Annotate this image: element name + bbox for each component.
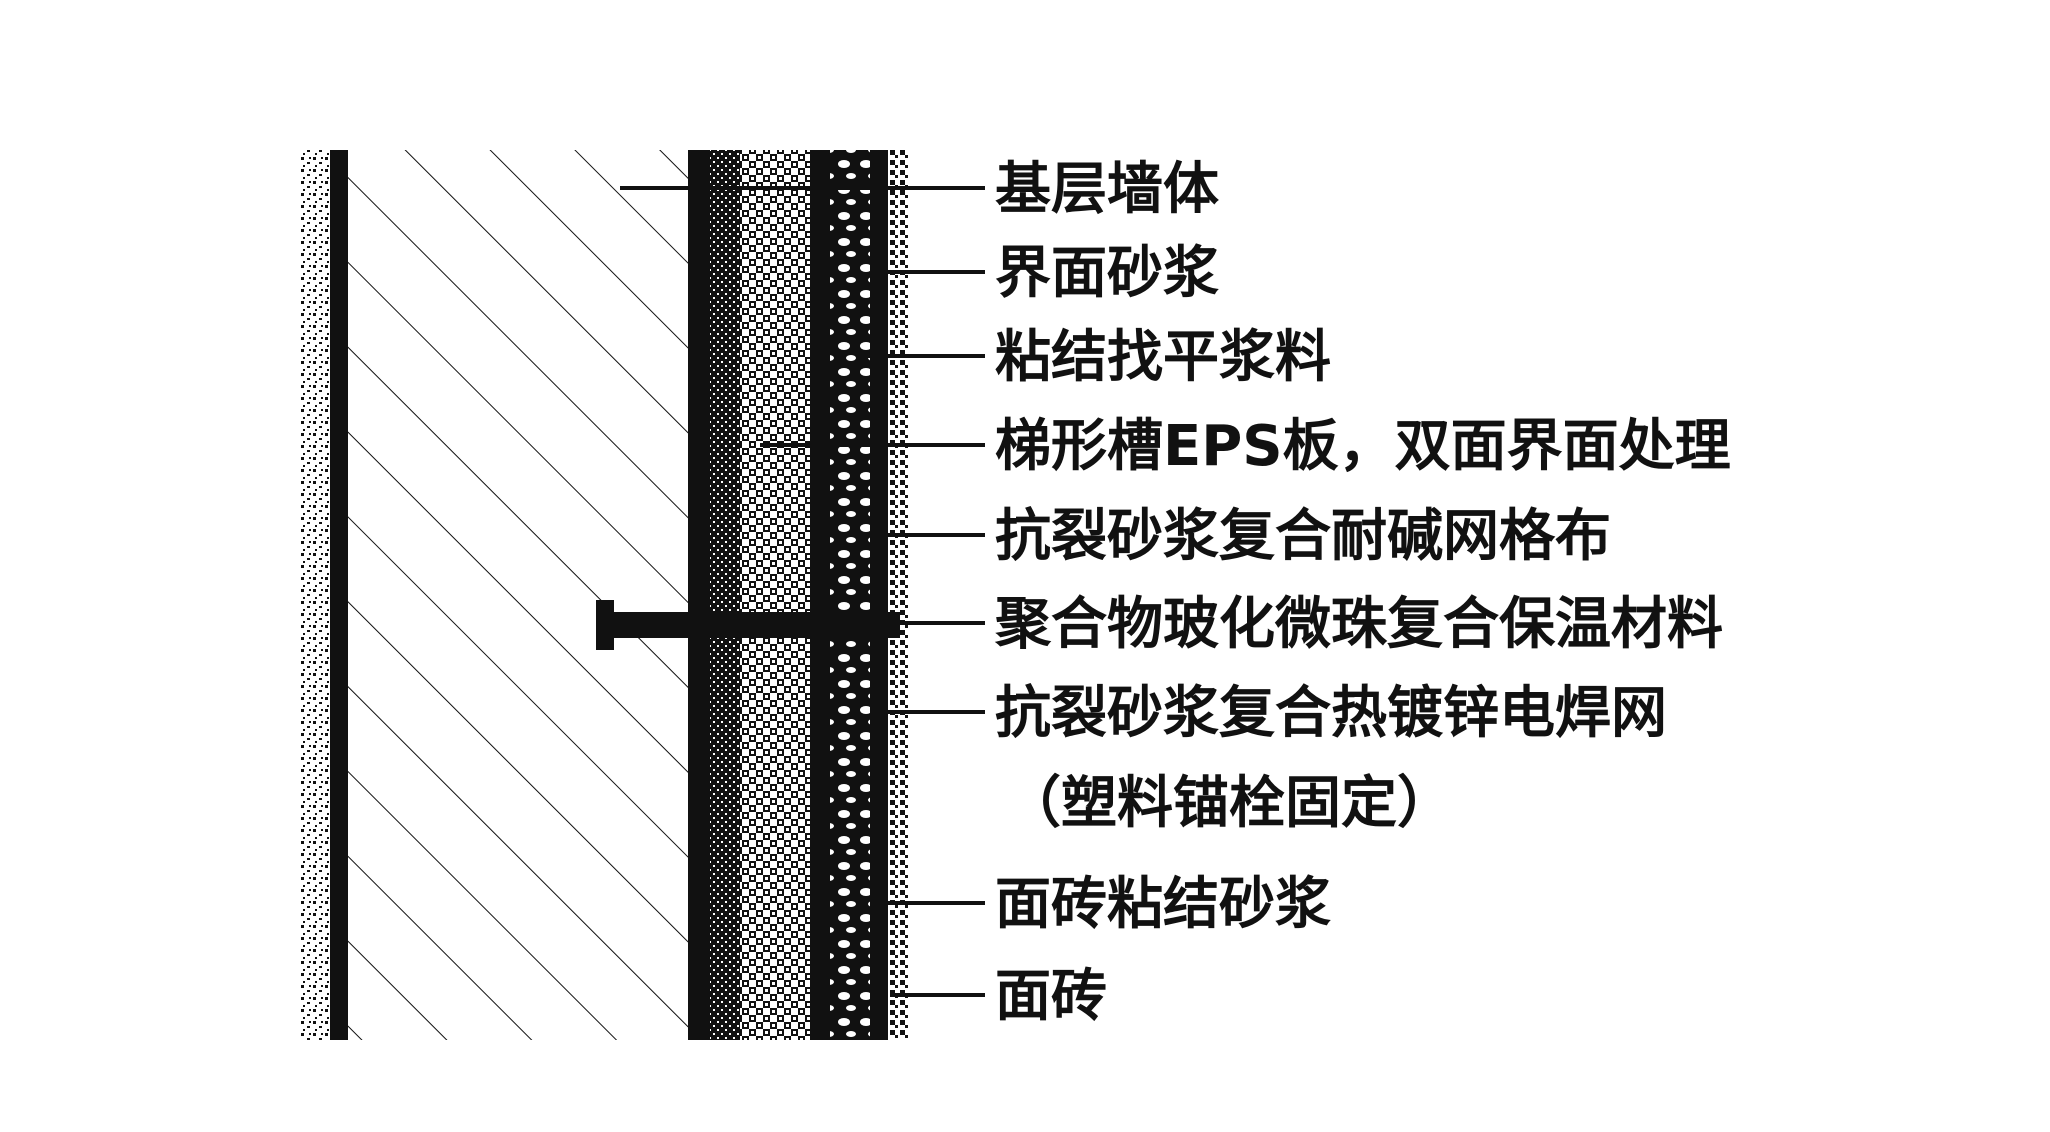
label-base-wall: 基层墙体 [995, 157, 1219, 222]
label-insulation: 聚合物玻化微珠复合保温材料 [994, 592, 1723, 657]
leader-lines [620, 186, 985, 997]
label-eps-board: 梯形槽EPS板，双面界面处理 [995, 414, 1731, 479]
interface-mortar-layer [688, 150, 710, 1040]
base-wall-layer [348, 150, 688, 1040]
label-tile-mortar: 面砖粘结砂浆 [995, 872, 1331, 937]
eps-board-layer [740, 150, 810, 1040]
wall-layers [300, 150, 910, 1040]
insulation-layer [830, 150, 870, 1040]
tile-layer [888, 150, 910, 1040]
layer-labels: 基层墙体 界面砂浆 粘结找平浆料 梯形槽EPS板，双面界面处理 抗裂砂浆复合耐碱… [994, 157, 1731, 1029]
label-anchor-note: （塑料锚栓固定） [1005, 771, 1453, 836]
interior-plaster-edge [330, 150, 348, 1040]
label-interface-mortar: 界面砂浆 [995, 241, 1219, 306]
wire-mesh-layer [870, 150, 888, 1040]
alkali-mesh-layer [810, 150, 830, 1040]
label-bonding-leveling: 粘结找平浆料 [995, 325, 1331, 390]
label-alkali-mesh: 抗裂砂浆复合耐碱网格布 [995, 504, 1611, 569]
interior-plaster-layer [300, 150, 330, 1040]
label-tile: 面砖 [995, 964, 1107, 1029]
bonding-leveling-layer [710, 150, 740, 1040]
label-wire-mesh: 抗裂砂浆复合热镀锌电焊网 [995, 681, 1667, 746]
anchor-bolt [600, 612, 900, 638]
anchor-bolt-head [596, 600, 614, 650]
